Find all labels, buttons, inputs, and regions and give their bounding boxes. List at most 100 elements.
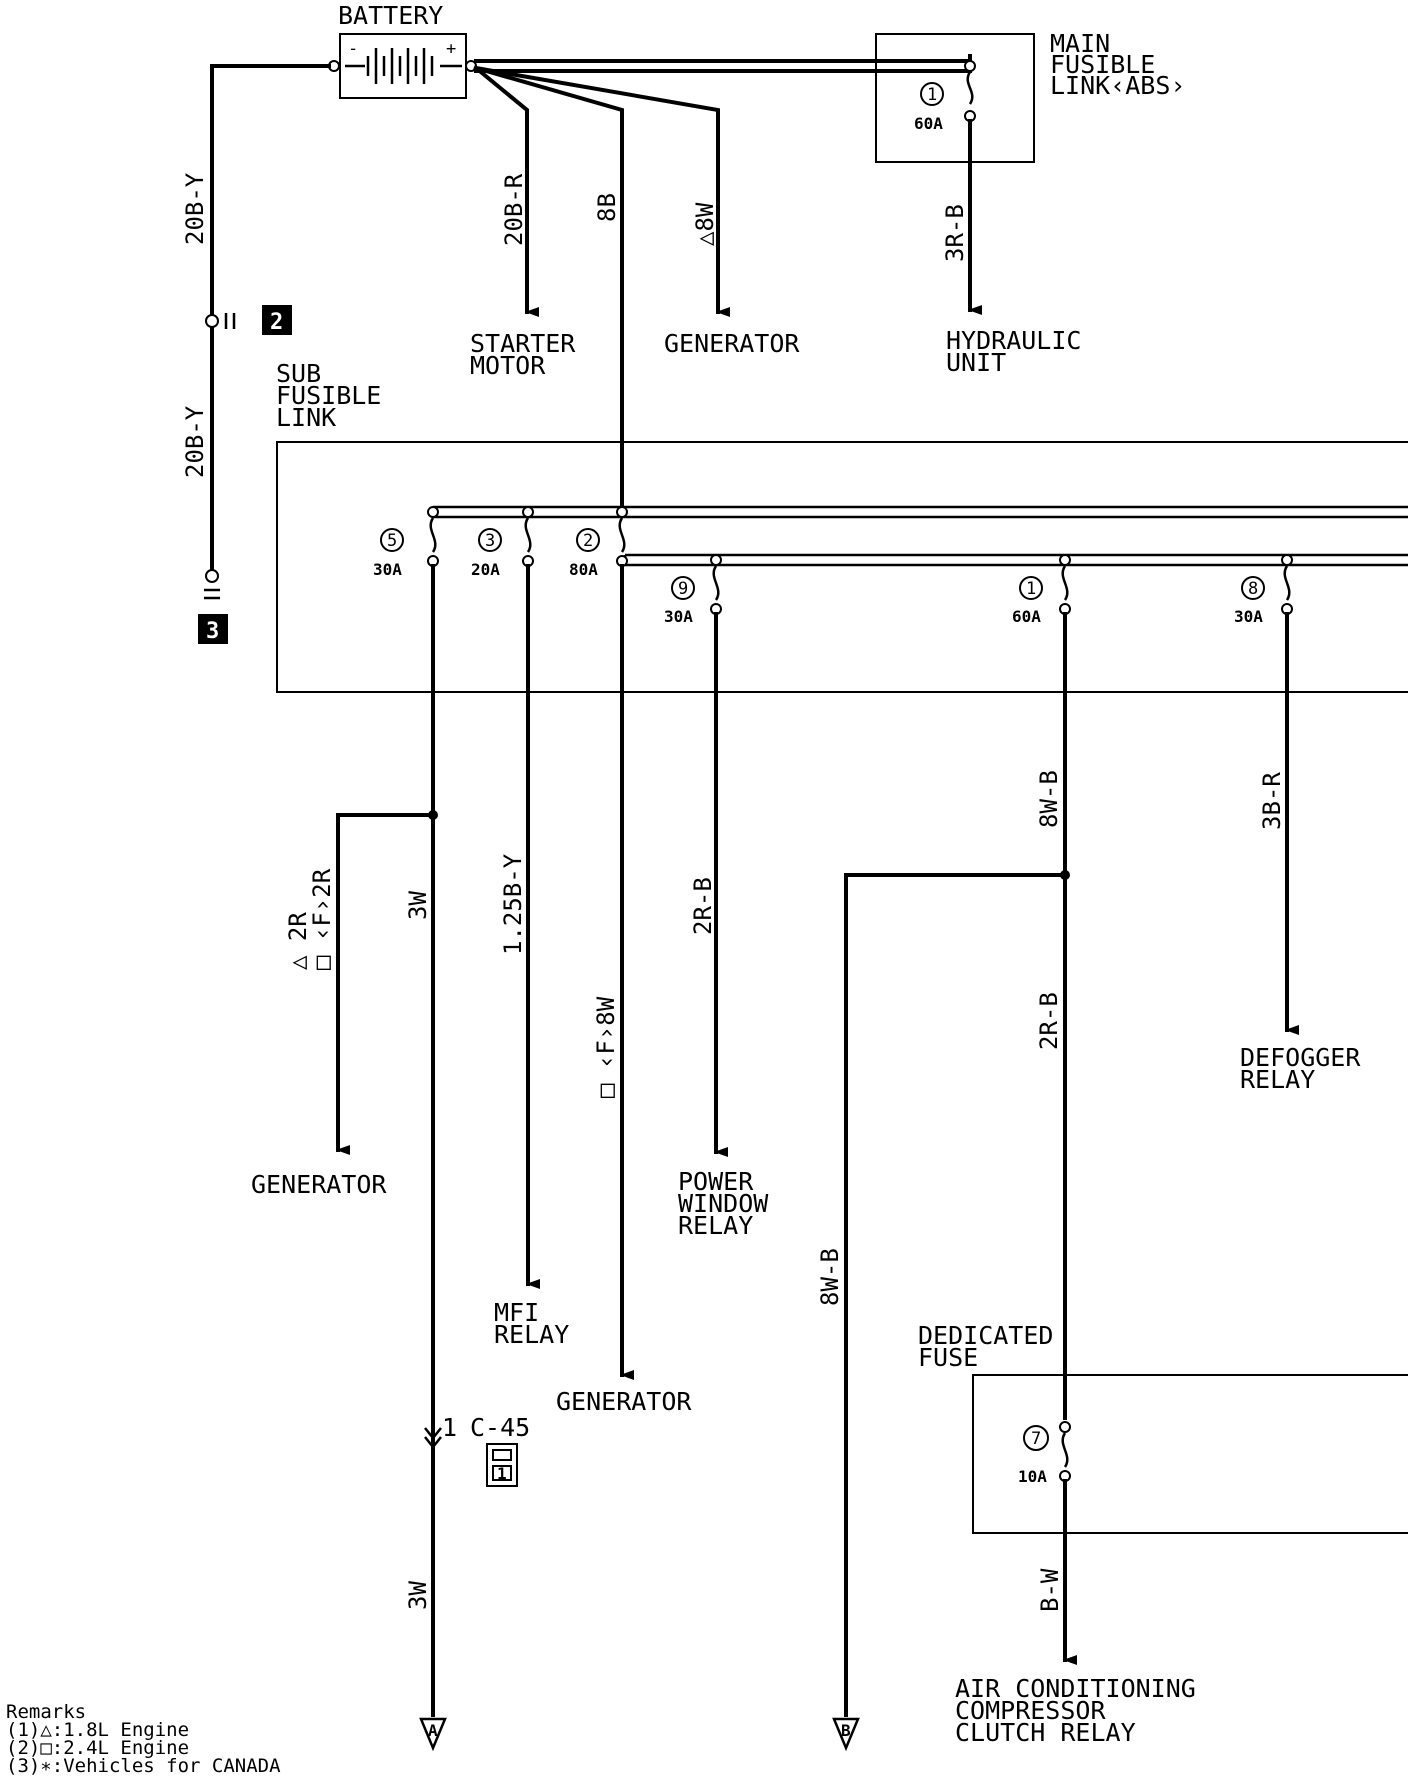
remarks: Remarks (1)△:1.8L Engine (2)□:2.4L Engin…	[6, 1701, 281, 1777]
ground-marker-2: 2	[262, 305, 292, 335]
dest-mfi-relay-2: RELAY	[494, 1320, 569, 1349]
wire-label-mfi: 1.25B-Y	[499, 853, 527, 955]
main-fusible-link-title-1: MAIN	[1050, 29, 1110, 58]
off-page-a-icon	[419, 1717, 447, 1752]
dedicated-fuse-title-1: DEDICATED	[918, 1321, 1053, 1350]
dest-mfi-relay-1: MFI	[494, 1298, 539, 1327]
dedicated-fuse-title-2: FUSE	[918, 1343, 978, 1372]
sub-fuse-5: 5 30A	[373, 506, 439, 579]
sub-fusible-link-title-1: SUB	[276, 359, 321, 388]
circuit-fuse3: 1.25B-Y MFI RELAY	[494, 564, 569, 1349]
dest-ac-relay-1: AIR CONDITIONING	[955, 1674, 1196, 1703]
circuit-fuse5: 3W △ 2R □ ‹F›2R GENERATOR 1 C-45 1 3W A	[251, 564, 530, 1752]
dest-generator-top: GENERATOR	[664, 329, 800, 358]
dest-ac-relay: AIR CONDITIONING COMPRESSOR CLUTCH RELAY	[955, 1674, 1196, 1747]
sub-fuse-2-amp: 80A	[569, 560, 598, 579]
wire-label-ac-relay: B-W	[1036, 1568, 1064, 1612]
main-fuse-number: 1	[927, 85, 937, 105]
off-page-a-label: A	[428, 1721, 438, 1740]
sub-fuse-9-amp: 30A	[664, 607, 693, 626]
main-fusible-link-title-3: LINK‹ABS›	[1050, 71, 1185, 100]
dest-ac-relay-2: COMPRESSOR	[955, 1696, 1106, 1725]
sub-fuse-8-amp: 30A	[1234, 607, 1263, 626]
circuit-fuse8: 3B-R DEFOGGER RELAY	[1240, 612, 1361, 1094]
main-fuse-number-circle	[920, 82, 944, 106]
main-fusible-link-title-2: FUSIBLE	[1050, 50, 1155, 79]
dedicated-fuse: DEDICATED FUSE 7 10A B-W	[918, 1321, 1408, 1665]
wire-label-ground-lower: 20B-Y	[181, 405, 209, 478]
dest-starter-motor-1: STARTER	[470, 329, 576, 358]
connector-chevron-icon	[424, 1427, 442, 1450]
ground-marker-3-label: 3	[206, 619, 219, 644]
sub-fusible-link-title-3: LINK	[276, 403, 336, 432]
wire-label-defogger: 3B-R	[1258, 772, 1286, 830]
fuse-icon	[1061, 565, 1069, 601]
sub-fuse-9: 9 30A	[664, 554, 722, 626]
fuse-icon	[1283, 565, 1291, 601]
main-fuse-icon	[964, 60, 976, 122]
dest-defogger-relay-2: RELAY	[1240, 1065, 1315, 1094]
dest-power-window-relay-3: RELAY	[678, 1211, 753, 1240]
ground-marker-2-label: 2	[270, 310, 283, 335]
main-fusible-link-box	[875, 33, 1035, 163]
ground-wire: 20B-Y 20B-Y	[181, 64, 331, 600]
wire-label-sub-link-feed: 8B	[593, 193, 621, 222]
remarks-line-1: (1)△:1.8L Engine	[6, 1719, 189, 1741]
dest-starter-motor: STARTER MOTOR	[470, 329, 576, 380]
sub-fuse-2-number: 2	[583, 531, 593, 551]
sub-fuse-3: 3 20A	[471, 506, 534, 579]
dest-ac-relay-3: CLUTCH RELAY	[955, 1718, 1136, 1747]
dedicated-fuse-icon	[1061, 1432, 1069, 1468]
dest-generator-left: GENERATOR	[251, 1170, 387, 1199]
main-fusible-link: MAIN FUSIBLE LINK‹ABS› 1 60A 3R-B	[875, 29, 1185, 315]
wire-label-fuse5-out: 3W	[404, 891, 432, 920]
wire-label-hydraulic: 3R-B	[941, 204, 969, 262]
battery-label: BATTERY	[338, 1, 443, 30]
wire-label-fuse1-branch: 2R-B	[1035, 992, 1063, 1050]
sub-fusible-link: SUB FUSIBLE LINK 5 30A 3 20A	[276, 359, 1408, 693]
sub-fusible-link-title-2: FUSIBLE	[276, 381, 381, 410]
fuse-icon	[429, 517, 437, 553]
ground-connector-3	[205, 569, 219, 583]
sub-fuse-8: 8 30A	[1234, 554, 1293, 626]
circuit-fuse9: 2R-B POWER WINDOW RELAY	[678, 612, 769, 1240]
sub-fuse-9-number: 9	[678, 579, 688, 599]
wire-label-generator-left-b: □ ‹F›2R	[308, 868, 336, 970]
dedicated-fuse-amp: 10A	[1018, 1467, 1047, 1486]
wire-label-generator-left-a: △ 2R	[284, 912, 312, 970]
sub-fuse-5-number: 5	[387, 531, 397, 551]
connector-c45-icon: 1	[486, 1443, 518, 1487]
wire-label-bottom-3w: 3W	[404, 1581, 432, 1610]
connector-symbol-pin: 1	[497, 1464, 507, 1483]
sub-fuse-3-number: 3	[485, 531, 495, 551]
wire-label-fuse1-out: 8W-B	[1035, 770, 1063, 828]
dest-power-window-relay-2: WINDOW	[678, 1189, 769, 1218]
wire-label-branch-b: 8W-B	[816, 1248, 844, 1306]
dest-hydraulic-unit-1: HYDRAULIC	[946, 326, 1081, 355]
circuit-fuse1: 8W-B 2R-B 8W-B B	[816, 612, 1070, 1752]
remarks-line-3: (3)∗:Vehicles for CANADA	[6, 1755, 281, 1777]
remarks-line-2: (2)□:2.4L Engine	[6, 1737, 189, 1759]
battery-positive-feeds	[473, 59, 972, 512]
fuse-icon	[618, 517, 626, 553]
sub-fuse-2: 2 80A	[569, 506, 628, 579]
battery-cells-icon	[345, 48, 462, 84]
battery: BATTERY - +	[328, 1, 477, 99]
dest-generator-bottom: GENERATOR	[556, 1387, 692, 1416]
ground-marker-3: 3	[198, 614, 228, 644]
dest-power-window-relay-1: POWER	[678, 1167, 754, 1196]
dest-starter-motor-2: MOTOR	[470, 351, 546, 380]
dedicated-fuse-number: 7	[1031, 1429, 1041, 1449]
sub-fuse-1-number: 1	[1026, 579, 1036, 599]
battery-plus: +	[446, 39, 456, 59]
sub-fusible-link-box	[276, 441, 1408, 693]
wire-label-starter: 20B-R	[500, 173, 528, 246]
fuse-icon	[712, 565, 720, 601]
dest-hydraulic-unit-2: UNIT	[946, 348, 1006, 377]
wire-label-power-window: 2R-B	[689, 877, 717, 935]
dest-hydraulic-unit: HYDRAULIC UNIT	[946, 326, 1081, 377]
sub-fuse-1: 1 60A	[1012, 554, 1071, 626]
main-fuse-amp: 60A	[914, 114, 943, 133]
remarks-title: Remarks	[6, 1701, 86, 1723]
